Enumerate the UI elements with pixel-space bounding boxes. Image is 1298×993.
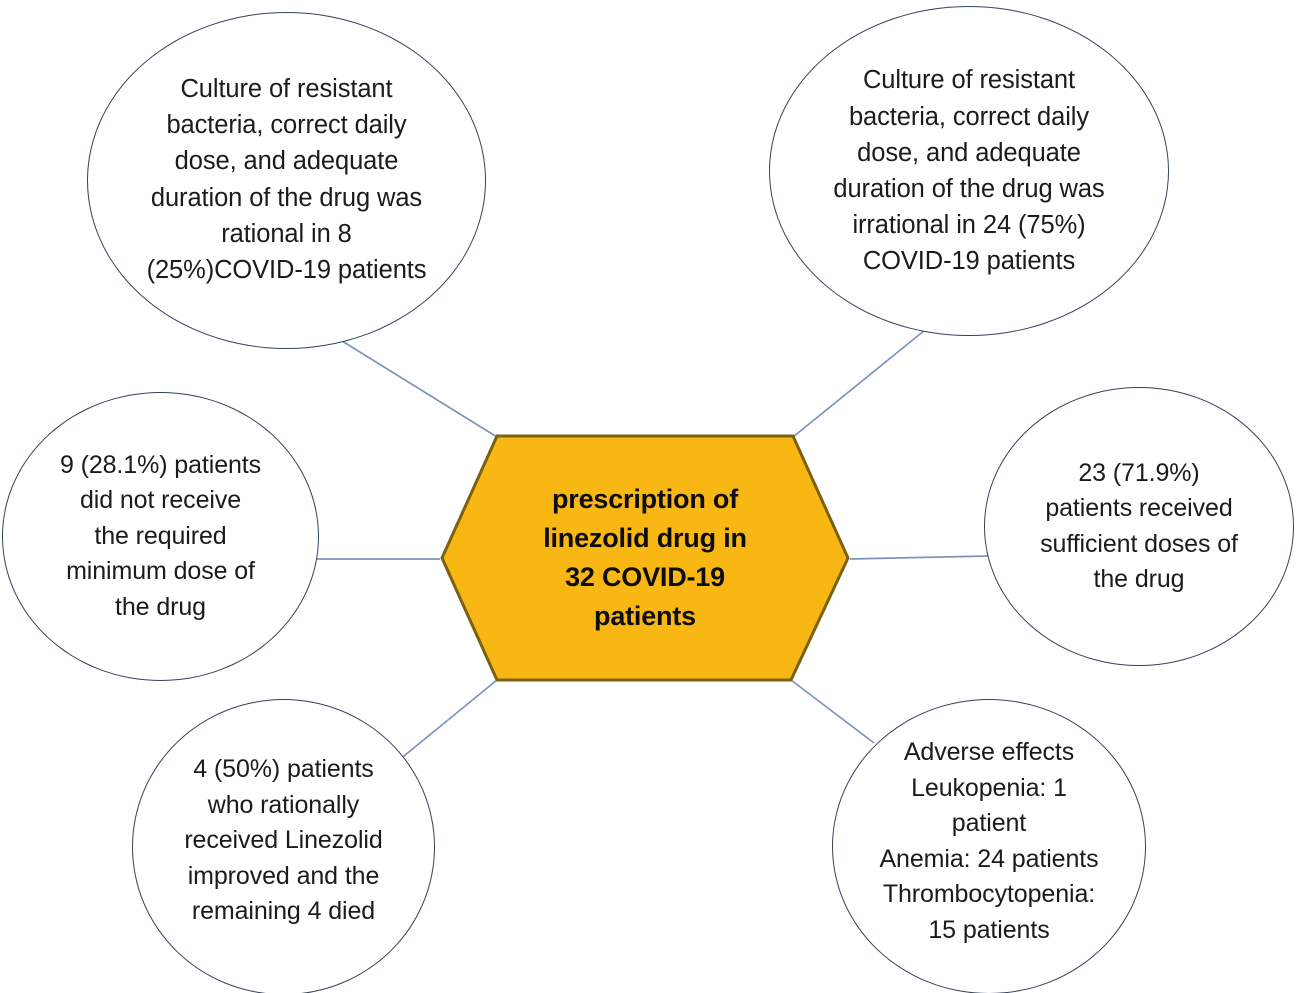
node-bot-right-label: Adverse effects Leukopenia: 1 patient An… (879, 738, 1099, 944)
node-center-label: prescription of linezolid drug in 32 COV… (543, 483, 747, 632)
connector-center-to-bot-right (790, 679, 875, 744)
node-bot-left-label: 4 (50%) patients who rationally received… (184, 755, 383, 926)
node-mid-left[interactable]: 9 (28.1%) patients did not receive the r… (2, 392, 319, 681)
connector-center-to-bot-left (398, 679, 498, 761)
node-top-right-label: Culture of resistant bacteria, correct d… (833, 66, 1105, 276)
node-top-left-label: Culture of resistant bacteria, correct d… (146, 74, 427, 284)
node-bot-left[interactable]: 4 (50%) patients who rationally received… (132, 699, 435, 993)
node-mid-left-label: 9 (28.1%) patients did not receive the r… (59, 450, 262, 621)
node-center-hexagon[interactable]: prescription of linezolid drug in 32 COV… (440, 434, 850, 682)
node-top-left[interactable]: Culture of resistant bacteria, correct d… (87, 12, 486, 349)
connector-center-to-top-right (792, 329, 926, 438)
node-mid-right-label: 23 (71.9%) patients received sufficient … (1040, 458, 1238, 594)
hexagon-shape (440, 434, 850, 682)
connector-center-to-mid-right (849, 555, 990, 560)
node-top-right[interactable]: Culture of resistant bacteria, correct d… (769, 6, 1169, 336)
node-bot-right[interactable]: Adverse effects Leukopenia: 1 patient An… (832, 699, 1146, 993)
node-mid-right[interactable]: 23 (71.9%) patients received sufficient … (984, 387, 1294, 666)
connector-center-to-top-left (333, 335, 498, 438)
